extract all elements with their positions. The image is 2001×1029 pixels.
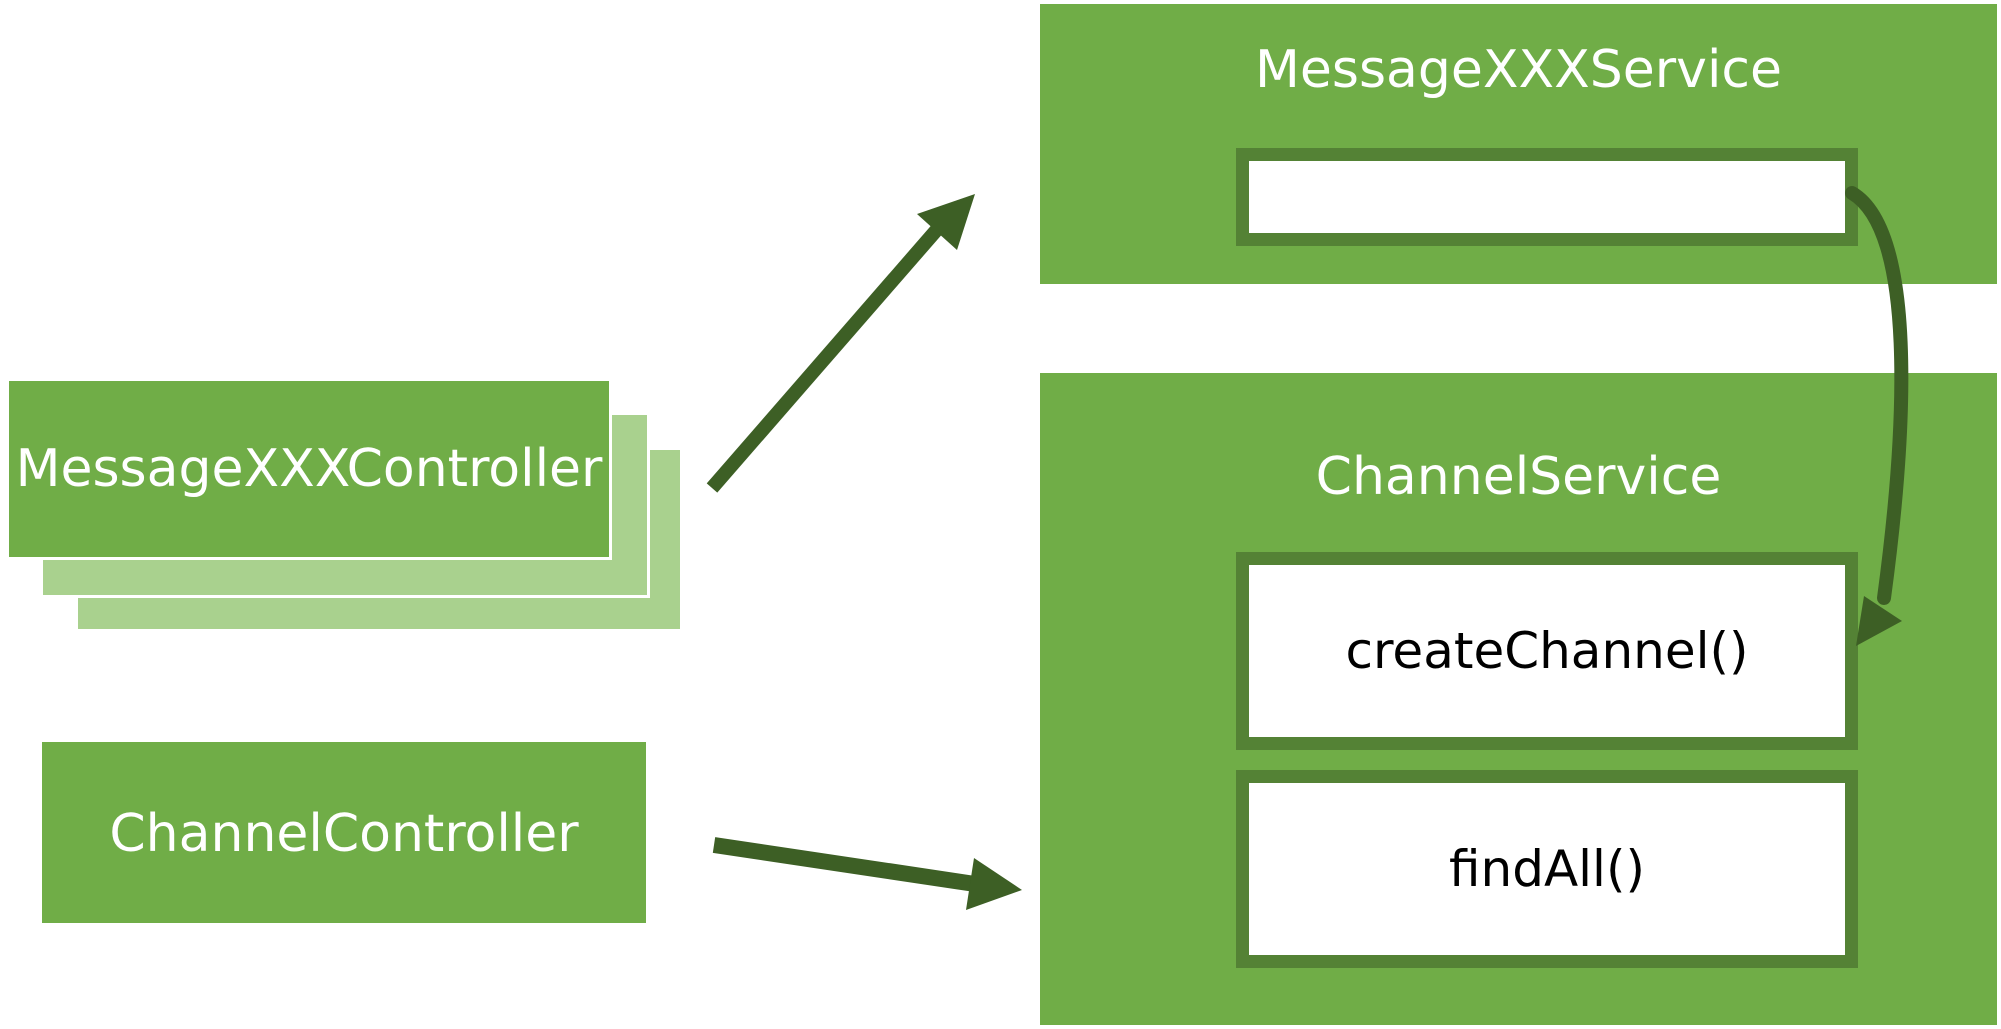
create-channel-method: createChannel() xyxy=(1236,552,1858,750)
message-service-box: MessageXXXService xyxy=(1040,4,1997,284)
channel-controller-label: ChannelController xyxy=(109,804,579,864)
message-service-title: MessageXXXService xyxy=(1255,40,1782,100)
find-all-method: findAll() xyxy=(1236,770,1858,968)
channel-service-box: ChannelService createChannel() findAll() xyxy=(1040,373,1997,1025)
message-controller-label: MessageXXXController xyxy=(15,439,603,499)
message-controller-box: MessageXXXController xyxy=(6,378,612,560)
message-service-method-slot xyxy=(1236,148,1858,246)
channel-service-title: ChannelService xyxy=(1315,447,1722,507)
channel-controller-box: ChannelController xyxy=(42,742,646,923)
arrow-message-controller-to-service xyxy=(706,194,975,493)
arrow-channel-controller-to-service xyxy=(712,837,1022,910)
